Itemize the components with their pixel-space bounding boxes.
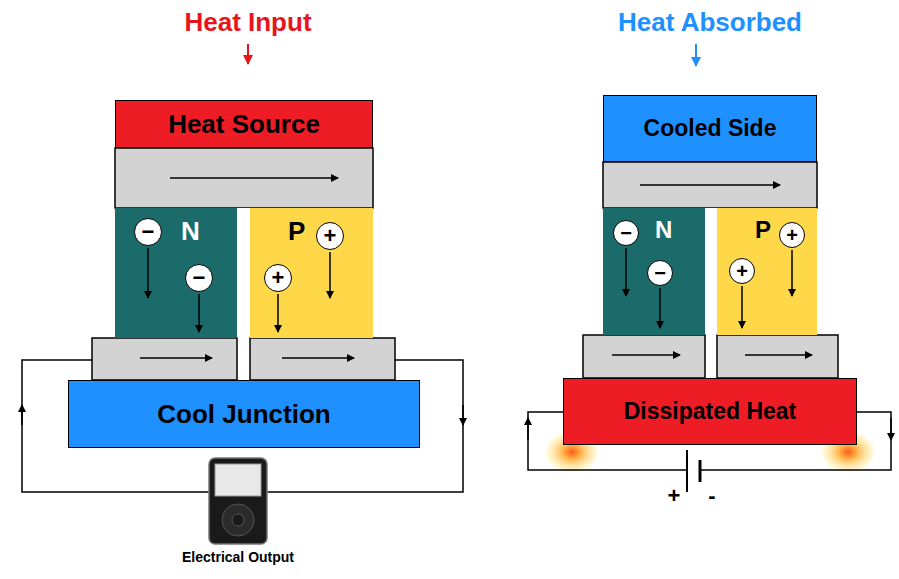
charge-sign: − [620,223,632,243]
current-arrow [612,354,680,356]
charge-carrier: + [316,222,344,250]
gap [705,208,717,378]
carrier-arrow [198,294,200,332]
leg-letter: N [181,218,200,244]
junction-box: Dissipated Heat [563,378,857,445]
semiconductor-leg: P + + [250,208,373,338]
current-arrow [140,357,212,359]
junction-box: Heat Source [115,100,373,148]
conductor-strip [603,162,817,208]
battery-plate [686,450,688,492]
charge-carrier: + [729,258,755,284]
current-arrow [527,418,529,440]
conductor-strip [115,148,373,208]
charge-carrier: − [647,260,673,286]
carrier-arrow [329,252,331,298]
box-label: Cool Junction [157,401,330,427]
current-arrow [282,357,354,359]
title-label: Heat Input [184,8,311,37]
charge-sign: + [736,261,748,281]
charge-sign: − [654,263,666,283]
conductor-strip [250,338,395,380]
carrier-arrow [741,286,743,328]
gap [237,208,250,380]
charge-carrier: − [613,220,639,246]
battery-plate [699,460,702,482]
carrier-arrow [277,294,279,332]
conductor-strip [92,338,237,380]
box-label: Dissipated Heat [624,400,797,423]
carrier-arrow [659,288,661,328]
carrier-arrow [791,250,793,296]
conductor-strip [717,335,838,378]
current-arrow [890,418,892,440]
current-arrow [640,184,780,186]
music-player-icon [209,458,267,544]
semiconductor-leg: N − − [603,208,705,335]
charge-carrier: − [185,264,213,292]
heat-arrow [695,44,697,66]
charge-carrier: + [779,222,805,248]
box-label: Cooled Side [644,117,777,140]
current-arrow [462,405,464,425]
leg-letter: P [288,218,305,244]
semiconductor-leg: P + + [717,208,817,335]
heat-arrow [247,44,249,64]
current-arrow [170,177,338,179]
conductor-strip [583,335,705,378]
semiconductor-leg: N − − [115,208,237,338]
title-label: Heat Absorbed [618,8,802,37]
current-arrow [745,354,812,356]
polarity-label: + [668,484,681,508]
carrier-arrow [147,248,149,298]
device-label: Electrical Output [182,550,294,565]
junction-box: Cool Junction [68,380,420,448]
junction-box: Cooled Side [603,95,817,162]
carrier-arrow [625,248,627,296]
polarity-label: - [708,484,715,508]
carrier-arrows [115,208,237,338]
charge-sign: + [786,225,798,245]
box-label: Heat Source [168,111,320,137]
leg-letter: P [755,218,771,242]
charge-sign: − [142,221,155,243]
charge-carrier: − [134,218,162,246]
current-arrow [21,405,23,425]
charge-carrier: + [264,264,292,292]
charge-sign: − [193,267,206,289]
leg-letter: N [655,218,672,242]
charge-sign: + [272,267,285,289]
charge-sign: + [324,225,337,247]
